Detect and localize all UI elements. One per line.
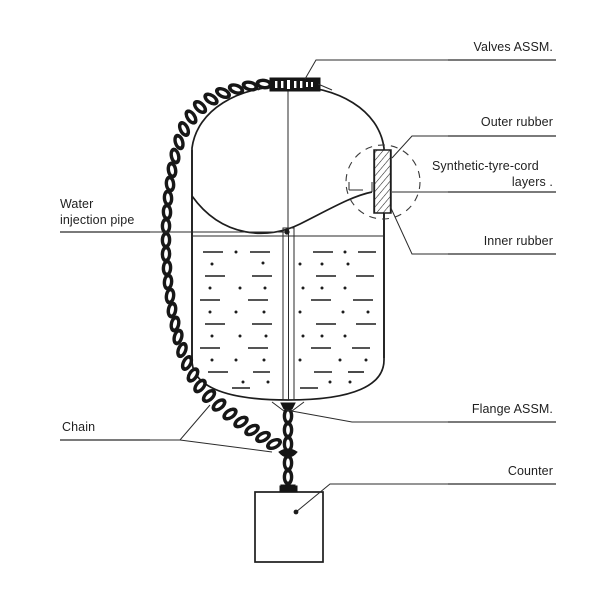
label-underlines (60, 59, 556, 485)
label-flange-assm: Flange ASSM. (472, 402, 553, 416)
water-fill-pattern (192, 235, 384, 389)
label-valves-assm: Valves ASSM. (474, 40, 553, 54)
label-outer-rubber: Outer rubber (481, 115, 553, 129)
counter-weight-box (254, 485, 324, 563)
internal-membrane-curve (191, 191, 373, 235)
label-inner-rubber: Inner rubber (484, 234, 553, 248)
label-water-pipe-line2: injection pipe (60, 213, 134, 227)
label-cord-layers-line2: layers . (512, 175, 553, 189)
label-counter: Counter (508, 464, 553, 478)
label-chain: Chain (62, 420, 95, 434)
wall-layer-section (345, 144, 421, 220)
label-water-pipe-line1: Water (60, 197, 93, 211)
water-injection-pipe (282, 90, 295, 401)
label-cord-layers-line1: Synthetic-tyre-cord (432, 159, 539, 173)
